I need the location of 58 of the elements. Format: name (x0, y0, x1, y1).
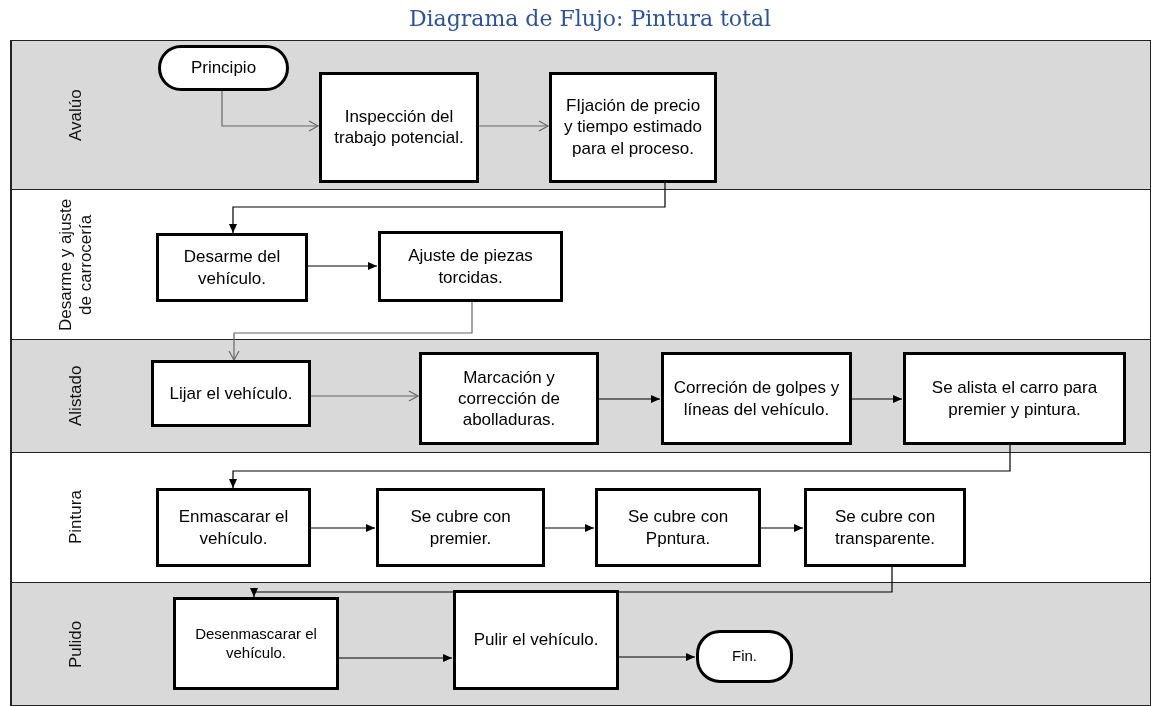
arrow (228, 301, 473, 361)
process-box (549, 71, 717, 183)
lane-header: Desarme y ajuste de carrocería (11, 190, 139, 339)
arrow (597, 395, 661, 403)
process-box (453, 590, 619, 690)
terminal-box (158, 44, 289, 91)
arrow (477, 120, 549, 132)
box-text: Fin. (732, 647, 757, 666)
swimlane (10, 40, 1151, 190)
box-text: Se cubre con Ppntura. (626, 506, 730, 549)
swimlane (10, 190, 1151, 340)
arrow (850, 395, 903, 403)
arrow (250, 566, 893, 598)
arrow (543, 524, 595, 532)
process-box (378, 231, 563, 302)
process-box (173, 597, 339, 690)
swimlane (10, 340, 1151, 453)
arrow (221, 90, 319, 132)
process-box (156, 488, 311, 567)
lane-header: Pulido (11, 583, 139, 705)
arrow (306, 262, 378, 270)
box-text: Se cubre con premier. (409, 506, 512, 549)
process-box (151, 360, 311, 427)
process-box (319, 71, 479, 183)
arrow (309, 524, 376, 532)
arrow (617, 653, 696, 661)
process-box (661, 352, 852, 445)
box-text: Ajuste de piezas torcidas. (407, 245, 534, 288)
box-text: Se cubre con transparente. (833, 506, 937, 549)
lane-header: Pintura (11, 453, 139, 582)
swimlane (10, 583, 1151, 706)
process-box (156, 233, 308, 302)
process-box (376, 488, 545, 567)
box-text: Enmascarar el vehículo. (177, 506, 290, 549)
arrow (309, 390, 419, 402)
process-box (804, 488, 966, 567)
process-box (903, 352, 1126, 445)
box-text: Inspección del trabajo potencial. (333, 105, 465, 149)
box-text: Desarme del vehículo. (182, 246, 282, 289)
swimlane (10, 453, 1151, 583)
lane-header: Alistado (11, 340, 139, 452)
lane-header: Avalúo (11, 41, 139, 189)
arrow (337, 654, 453, 662)
arrow (229, 444, 1011, 489)
box-text: Marcación y corrección de abolladuras. (456, 366, 562, 431)
diagram-title: Diagrama de Flujo: Pintura total (407, 6, 773, 31)
arrow (759, 524, 804, 532)
process-box (419, 352, 599, 445)
process-box (595, 488, 761, 567)
box-text: Lijar el vehículo. (169, 382, 293, 405)
box-text: Se alista el carro para premier y pintura. (930, 377, 1099, 420)
box-text: FIjación de precio y tiempo estimado para el proceso. (563, 95, 703, 159)
box-text: Pulir el vehículo. (473, 629, 599, 651)
box-text: Desenmascarar el vehículo. (194, 624, 318, 663)
terminal-box (696, 630, 793, 683)
box-text: Principio (190, 56, 257, 79)
arrow (229, 182, 666, 234)
box-text: Correción de golpes y líneas del vehículo. (672, 377, 841, 420)
